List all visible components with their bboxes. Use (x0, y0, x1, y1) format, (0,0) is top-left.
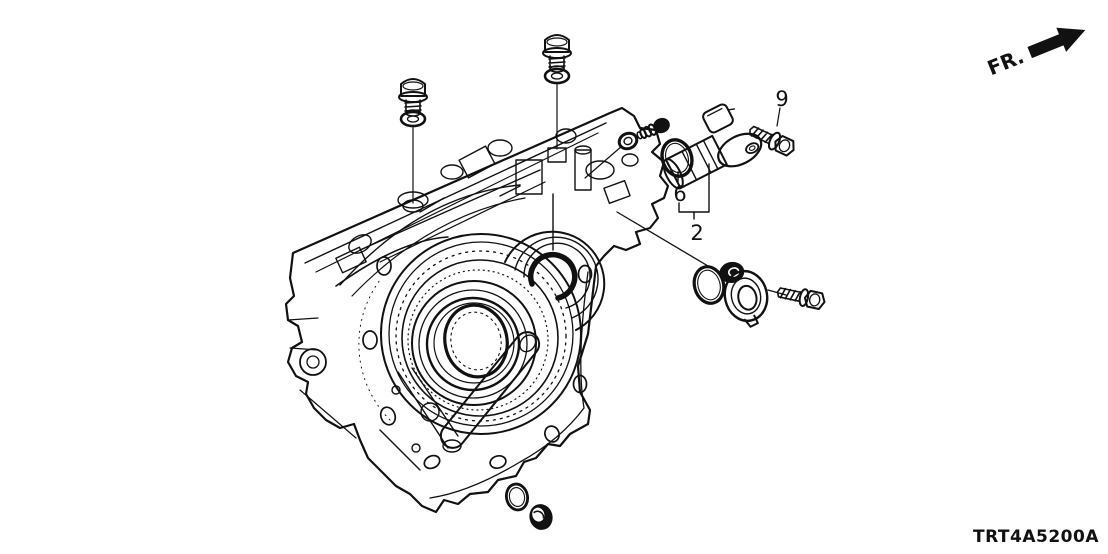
sealing-washer-left (399, 110, 427, 128)
callout-2-label: 2 (690, 221, 703, 245)
direction-indicator: FR. (984, 27, 1086, 80)
shift-fork-details (379, 367, 462, 471)
leader-line-bolt-9 (776, 107, 781, 127)
small-washer (617, 131, 639, 151)
bolt-washer-set-right (542, 34, 572, 150)
bottom-cap (529, 504, 553, 530)
bell-housing-rings (358, 233, 593, 470)
fr-arrow-icon (1027, 27, 1086, 59)
o-ring-lower (692, 265, 726, 305)
leader-line-washer (584, 145, 623, 179)
sealing-washer-right (543, 67, 571, 85)
callout-bracket-2-6 (677, 163, 710, 220)
gasket-bolt-holes (362, 256, 593, 470)
mounting-lug (287, 317, 357, 439)
flange-bolt-9 (749, 125, 795, 157)
o-ring-6 (660, 138, 694, 178)
flange-bolt-lower (776, 287, 826, 310)
lower-sensor-assembly (692, 261, 826, 328)
secondary-bore (504, 230, 606, 331)
sensor-cap-lower (719, 261, 769, 328)
callout-6-label: 6 (673, 182, 686, 206)
bottom-o-ring (504, 482, 530, 512)
transmission-case (284, 106, 670, 514)
diagram-code: TRT4A5200A (973, 527, 1099, 547)
callout-9-label: 9 (775, 87, 788, 111)
fr-label: FR. (984, 44, 1027, 80)
position-sensor-2 (662, 103, 763, 190)
bolt-washer-set-left (398, 78, 428, 204)
breather-plug (636, 117, 670, 140)
